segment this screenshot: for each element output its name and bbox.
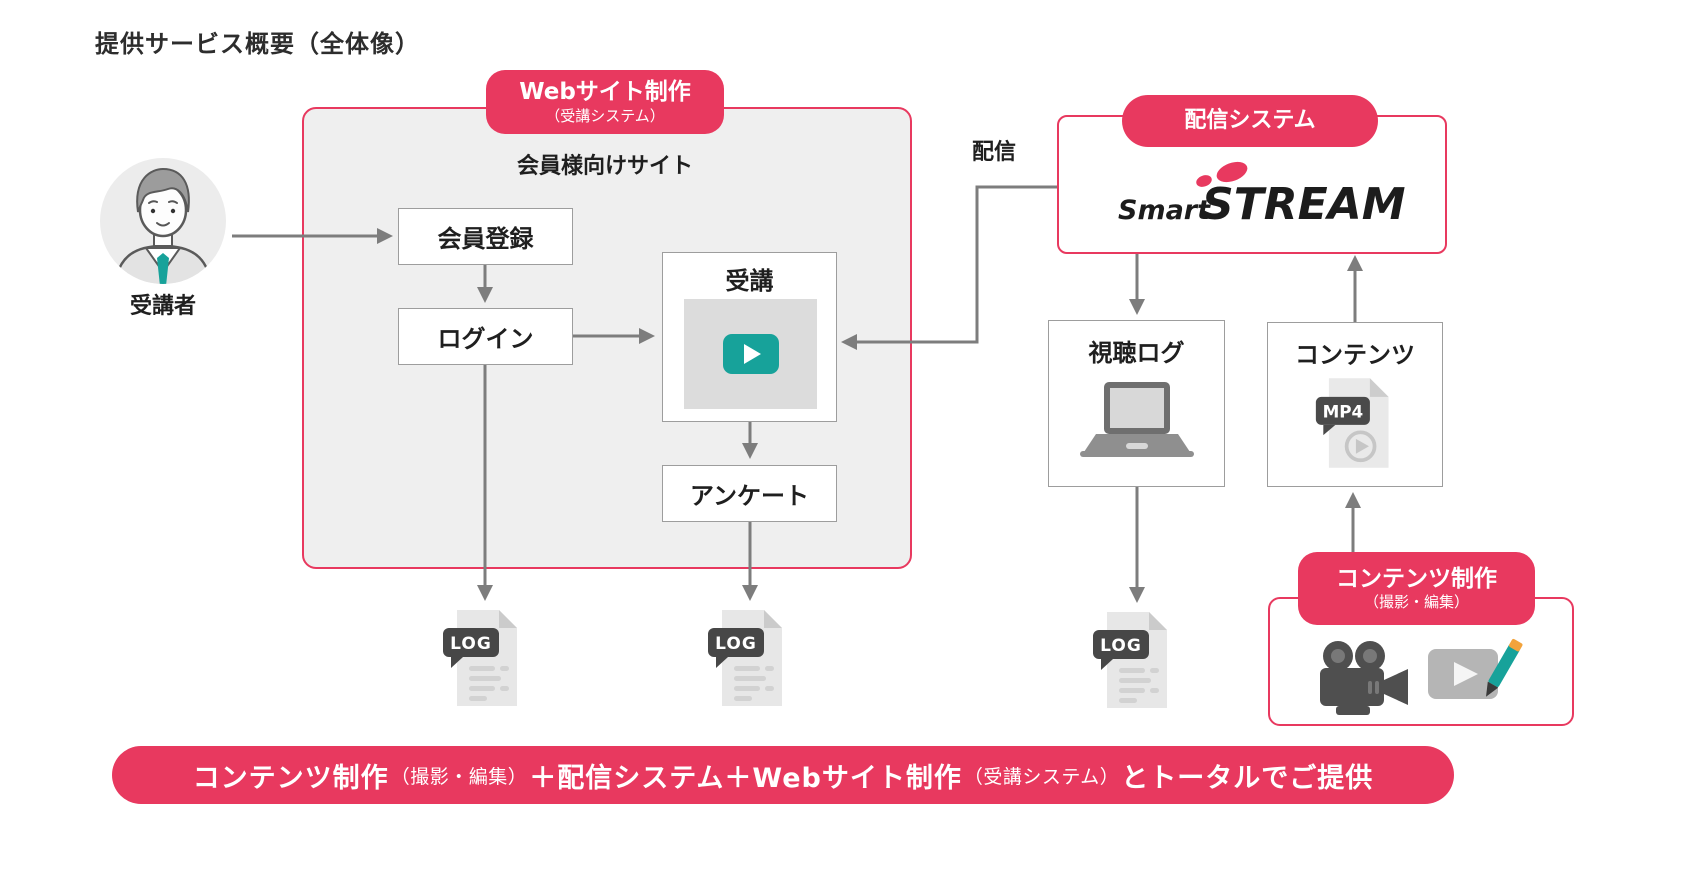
delivery-badge-label: 配信システム bbox=[1184, 108, 1316, 134]
survey-box: アンケート bbox=[662, 465, 837, 522]
svg-text:Smart: Smart bbox=[1118, 195, 1211, 226]
banner-segment: （受講システム） bbox=[963, 765, 1120, 788]
content-label: コンテンツ bbox=[1295, 341, 1415, 369]
summary-banner: コンテンツ制作 （撮影・編集） ＋配信システム＋Webサイト制作 （受講システム… bbox=[112, 746, 1454, 804]
banner-segment: （撮影・編集） bbox=[390, 765, 528, 788]
attend-box: 受講 bbox=[662, 252, 837, 422]
log-file-icon: LOG bbox=[708, 610, 782, 706]
production-badge-title: コンテンツ制作 bbox=[1336, 565, 1497, 592]
page-title: 提供サービス概要（全体像） bbox=[95, 30, 420, 58]
log-file-icon: LOG bbox=[1093, 612, 1167, 708]
viewing-log-label: 視聴ログ bbox=[1088, 339, 1185, 367]
video-camera-icon bbox=[1320, 641, 1408, 715]
viewing-log-box: 視聴ログ bbox=[1048, 320, 1225, 487]
content-box: コンテンツ MP4 bbox=[1267, 322, 1443, 487]
banner-segment: ＋配信システム＋Webサイト制作 bbox=[529, 762, 962, 794]
laptop-icon bbox=[1079, 382, 1194, 457]
delivery-system-box: Smart STREAM bbox=[1057, 115, 1447, 254]
svg-text:STREAM: STREAM bbox=[1202, 179, 1405, 230]
actor-label: 受講者 bbox=[129, 294, 196, 319]
video-edit-icon bbox=[1428, 639, 1523, 699]
svg-text:LOG: LOG bbox=[715, 634, 757, 654]
banner-segment: コンテンツ制作 bbox=[192, 762, 389, 794]
svg-text:MP4: MP4 bbox=[1323, 401, 1364, 421]
delivery-label: 配信 bbox=[972, 140, 1017, 165]
avatar bbox=[100, 158, 226, 284]
banner-segment: とトータルでご提供 bbox=[1121, 762, 1374, 794]
log-file-icon: LOG bbox=[443, 610, 517, 706]
mp4-file-icon: MP4 bbox=[1315, 378, 1389, 468]
web-badge-subtitle: （受講システム） bbox=[545, 106, 665, 125]
svg-text:LOG: LOG bbox=[450, 634, 492, 654]
members-site-heading: 会員様向けサイト bbox=[516, 154, 693, 179]
web-production-badge: Webサイト制作 （受講システム） bbox=[486, 70, 724, 134]
video-placeholder bbox=[684, 299, 817, 409]
register-box: 会員登録 bbox=[398, 208, 573, 265]
delivery-system-badge: 配信システム bbox=[1122, 95, 1378, 147]
smartstream-logo: Smart STREAM bbox=[1118, 161, 1405, 230]
login-box: ログイン bbox=[398, 308, 573, 365]
content-production-badge: コンテンツ制作 （撮影・編集） bbox=[1298, 552, 1535, 625]
attend-label: 受講 bbox=[725, 267, 774, 295]
play-triangle-icon bbox=[744, 344, 761, 364]
play-button-icon bbox=[722, 334, 779, 374]
web-badge-title: Webサイト制作 bbox=[519, 79, 691, 106]
production-badge-subtitle: （撮影・編集） bbox=[1363, 593, 1469, 612]
student-person-icon bbox=[100, 158, 226, 284]
svg-text:LOG: LOG bbox=[1100, 636, 1142, 656]
